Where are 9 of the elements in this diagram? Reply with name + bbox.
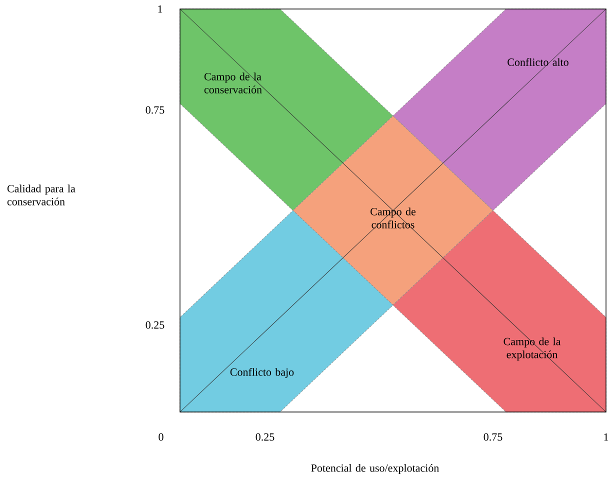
tick-label: 0.75	[146, 106, 164, 114]
tick-label: 0	[158, 433, 164, 441]
axis-title: Potencial de uso/explotación	[311, 464, 439, 474]
tick-label: 0.75	[484, 433, 502, 441]
tick-label: 1	[604, 433, 608, 441]
tick-label: 0.25	[256, 433, 274, 441]
tick-label: 0.25	[146, 321, 164, 329]
axis-title: Calidad para la conservación	[7, 184, 76, 206]
tick-label: 1	[158, 5, 162, 13]
